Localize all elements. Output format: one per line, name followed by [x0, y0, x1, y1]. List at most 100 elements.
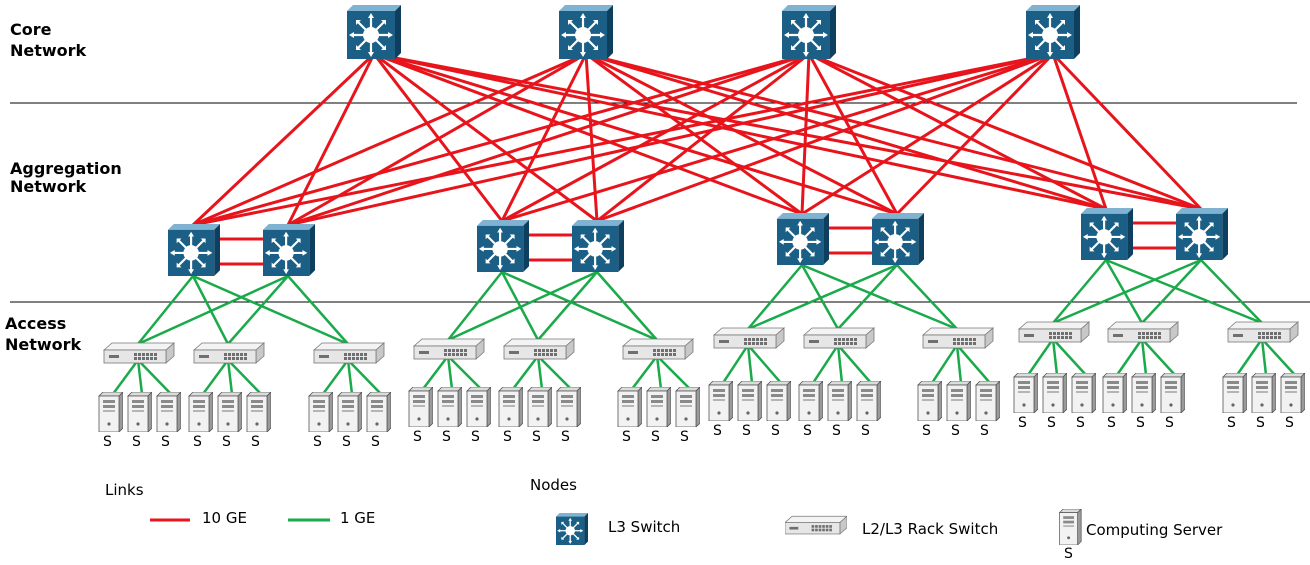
link-10ge: [596, 52, 810, 223]
server-label: S: [1165, 415, 1174, 431]
link-10ge: [192, 52, 810, 227]
server-icon: [675, 387, 700, 427]
server-icon: [246, 392, 271, 432]
link-10ge: [501, 52, 810, 223]
server-icon: [1160, 373, 1185, 413]
link-1ge: [512, 355, 539, 390]
link-1ge: [1105, 258, 1263, 325]
l3-switch-icon: [1176, 206, 1228, 262]
l3-switch-icon: [872, 211, 924, 267]
link-1ge: [227, 359, 262, 395]
l3-switch-icon: [168, 222, 220, 278]
link-1ge: [1052, 338, 1087, 376]
legend-rack-switch-label: L2/L3 Rack Switch: [862, 520, 998, 538]
link-10ge: [192, 52, 1054, 227]
server-label: S: [651, 429, 660, 445]
link-1ge: [1051, 338, 1059, 376]
server-icon: [646, 387, 671, 427]
link-1ge: [227, 275, 289, 345]
link-1ge: [226, 359, 234, 395]
rack-switch-icon: [803, 327, 875, 349]
server-label: S: [1256, 415, 1265, 431]
link-1ge: [721, 344, 750, 384]
link-1ge: [537, 271, 598, 341]
legend-server-label: Computing Server: [1086, 521, 1223, 539]
server-icon: [466, 387, 491, 427]
link-1ge: [837, 264, 898, 330]
link-1ge: [191, 275, 230, 345]
l3-switch-icon: [263, 222, 315, 278]
link-1ge: [347, 359, 382, 395]
server-label: S: [803, 423, 812, 439]
link-1ge: [447, 271, 503, 341]
server-label: S: [1285, 415, 1294, 431]
link-1ge: [1261, 338, 1296, 376]
server-label: S: [193, 434, 202, 450]
link-1ge: [631, 355, 658, 390]
server-icon: [975, 381, 1000, 421]
link-10ge: [500, 53, 588, 222]
server-label: S: [1107, 415, 1116, 431]
server-icon: [617, 387, 642, 427]
l3-switch-icon: [477, 218, 529, 274]
server-label: S: [251, 434, 260, 450]
server-label: S: [622, 429, 631, 445]
link-1ge: [137, 359, 172, 395]
link-10ge: [286, 53, 376, 226]
link-1ge: [136, 359, 144, 395]
link-1ge: [811, 344, 840, 384]
server-label: S: [1227, 415, 1236, 431]
server-icon: [1042, 373, 1067, 413]
links-1ge: [111, 258, 1296, 395]
link-1ge: [501, 270, 658, 342]
rack-switch-icon: [103, 342, 175, 364]
server-icon: [337, 392, 362, 432]
server-label: S: [1076, 415, 1085, 431]
link-1ge: [321, 359, 350, 395]
server-label: S: [832, 423, 841, 439]
server-icon: [308, 392, 333, 432]
link-10ge: [373, 52, 803, 216]
link-1ge: [447, 355, 482, 390]
link-10ge: [808, 52, 1202, 211]
link-10ge: [373, 52, 1107, 211]
server-label: S: [532, 429, 541, 445]
l3-switch-icon: [559, 5, 613, 59]
link-10ge: [800, 53, 811, 215]
link-1ge: [1235, 338, 1264, 376]
server-label: S: [413, 429, 422, 445]
link-10ge: [287, 52, 810, 227]
server-icon: [366, 392, 391, 432]
link-1ge: [747, 344, 782, 384]
link-1ge: [956, 344, 991, 384]
server-label: S: [771, 423, 780, 439]
link-1ge: [1026, 338, 1055, 376]
link-10ge: [191, 52, 376, 227]
server-label: S: [980, 423, 989, 439]
link-1ge: [801, 263, 958, 331]
server-label: S: [103, 434, 112, 450]
server-label: S: [222, 434, 231, 450]
link-1ge: [422, 355, 449, 390]
server-icon: [217, 392, 242, 432]
link-1ge: [201, 359, 230, 395]
link-1ge: [536, 355, 544, 390]
link-1ge: [500, 271, 540, 341]
access-network-label: Access Network: [5, 314, 82, 354]
l3-switch-icon: [782, 5, 836, 59]
link-10ge: [1051, 53, 1108, 210]
l3-switch-icon: [572, 218, 624, 274]
server-label: S: [1136, 415, 1145, 431]
l3-switch-icon: [1026, 5, 1080, 59]
server-icon: [1013, 373, 1038, 413]
rack-switch-icon: [922, 327, 994, 349]
legend-1ge-label: 1 GE: [340, 509, 375, 527]
server-label: S: [503, 429, 512, 445]
link-1ge: [837, 344, 872, 384]
link-1ge: [1140, 338, 1148, 376]
rack-switch-icon: [713, 327, 785, 349]
server-label: S: [713, 423, 722, 439]
link-1ge: [1141, 259, 1202, 324]
server-icon: [408, 387, 433, 427]
